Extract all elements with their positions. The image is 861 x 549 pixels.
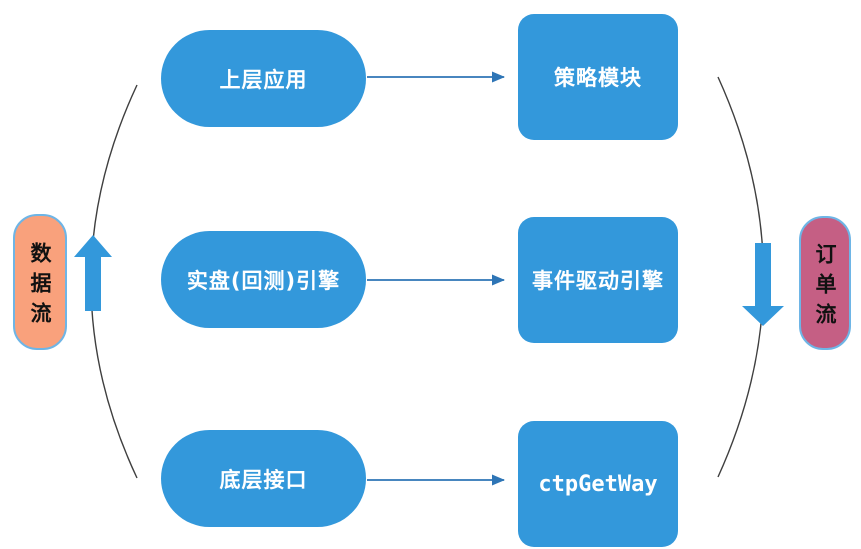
order-flow-label-text: 订单流: [813, 242, 837, 333]
node-strategy-module-label: 策略模块: [554, 66, 642, 90]
node-ctp-gateway: ctpGetWay: [518, 421, 678, 547]
node-low-level-interface: 底层接口: [161, 430, 366, 527]
node-event-driven-engine-label: 事件驱动引擎: [532, 269, 664, 293]
node-live-backtest-engine: 实盘(回测)引擎: [161, 231, 366, 328]
node-ctp-gateway-label: ctpGetWay: [538, 471, 658, 497]
order-flow-label: 订单流: [799, 216, 851, 350]
right-arc: [717, 76, 765, 478]
node-live-backtest-engine-label: 实盘(回测)引擎: [186, 268, 341, 293]
node-strategy-module: 策略模块: [518, 14, 678, 140]
node-low-level-interface-label: 底层接口: [219, 467, 308, 492]
node-upper-application-label: 上层应用: [219, 67, 308, 92]
order-flow-down-arrow-icon: [742, 243, 784, 326]
node-event-driven-engine: 事件驱动引擎: [518, 217, 678, 343]
data-flow-label: 数据流: [13, 214, 67, 350]
left-arc: [90, 84, 138, 479]
data-flow-up-arrow-icon: [74, 235, 112, 311]
data-flow-label-text: 数据流: [28, 241, 52, 332]
node-upper-application: 上层应用: [161, 30, 366, 127]
